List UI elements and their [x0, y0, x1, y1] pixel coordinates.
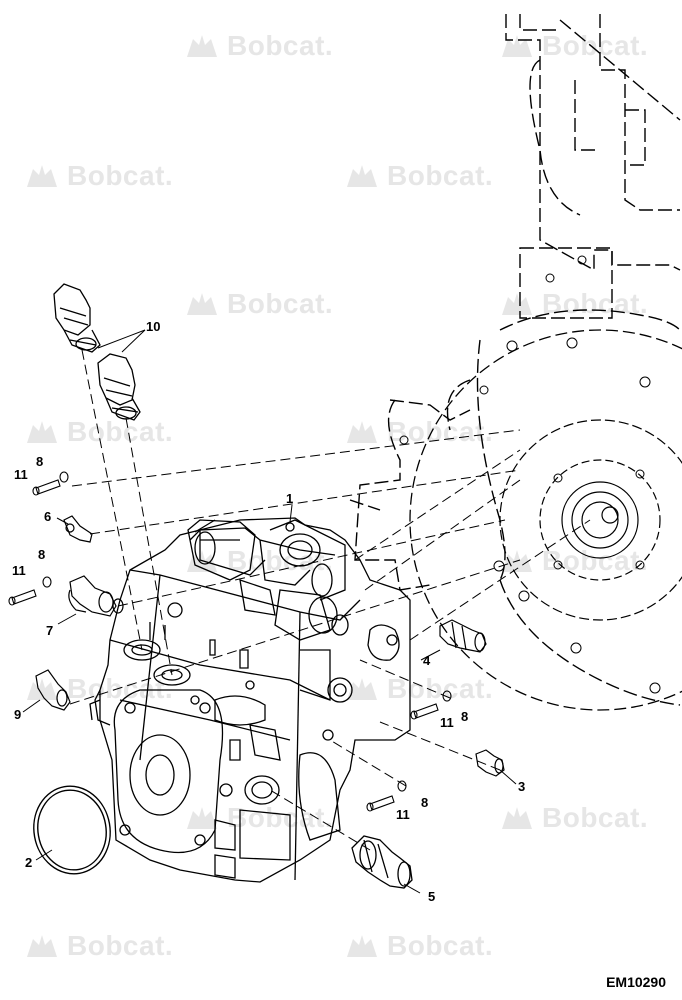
hydraulic-pump: [99, 517, 411, 883]
leader-lines: [22, 329, 517, 894]
elbow-fitting-9: [35, 669, 71, 711]
watermark: Bobcat.: [345, 416, 493, 448]
engine-outline: [349, 14, 681, 706]
bobcat-logo-icon: [502, 293, 532, 315]
watermark: Bobcat.: [25, 160, 173, 192]
watermark: Bobcat.: [25, 930, 173, 962]
callout-2: 2: [25, 855, 33, 870]
callout-11: 11: [12, 563, 26, 578]
fitting-3: [475, 749, 505, 777]
bobcat-logo-icon: [27, 165, 57, 187]
callout-10: 10: [146, 319, 161, 334]
callout-11: 11: [14, 467, 28, 482]
watermark: Bobcat.: [185, 288, 333, 320]
watermark: Bobcat.: [500, 802, 648, 834]
callout-11: 11: [440, 715, 454, 730]
fitting-upper: [53, 283, 101, 353]
callout-11: 11: [396, 807, 410, 822]
assembly-lines: [69, 349, 591, 851]
flywheel-housing: [399, 255, 682, 711]
figure-reference-number: EM10290: [606, 974, 666, 990]
watermark: Bobcat.: [345, 930, 493, 962]
fitting-lower: [97, 353, 141, 421]
callout-5: 5: [428, 889, 436, 904]
fitting-4: [439, 619, 487, 653]
callout-7: 7: [46, 623, 54, 638]
bobcat-logo-icon: [27, 935, 57, 957]
callout-4: 4: [423, 653, 431, 668]
bobcat-logo-icon: [502, 807, 532, 829]
bobcat-logo-icon: [187, 293, 217, 315]
elbow-fitting-7: [68, 575, 124, 617]
bobcat-logo-icon: [187, 35, 217, 57]
callout-8: 8: [461, 709, 469, 724]
fitting-6: [63, 515, 93, 543]
bobcat-logo-icon: [27, 678, 57, 700]
bobcat-logo-icon: [27, 421, 57, 443]
pump-mounting-flange: [89, 689, 224, 854]
bobcat-logo-icon: [187, 807, 217, 829]
watermark: Bobcat.: [345, 160, 493, 192]
control-solenoid: [187, 519, 349, 641]
watermark: Bobcat.: [25, 416, 173, 448]
watermark: Bobcat.: [345, 673, 493, 705]
callout-8: 8: [36, 454, 44, 469]
watermark: Bobcat.: [500, 288, 648, 320]
callout-1: 1: [286, 491, 294, 506]
fitting-5: [351, 835, 413, 889]
bobcat-logo-icon: [347, 165, 377, 187]
callout-3: 3: [518, 779, 526, 794]
callout-6: 6: [44, 509, 52, 524]
capscrews-and-washers: [8, 471, 452, 812]
callout-8: 8: [421, 795, 429, 810]
bobcat-logo-icon: [347, 935, 377, 957]
watermark: Bobcat.: [185, 30, 333, 62]
bobcat-logo-icon: [347, 421, 377, 443]
callout-9: 9: [14, 707, 22, 722]
bobcat-logo-icon: [347, 678, 377, 700]
o-ring: [33, 785, 111, 875]
callout-8: 8: [38, 547, 46, 562]
